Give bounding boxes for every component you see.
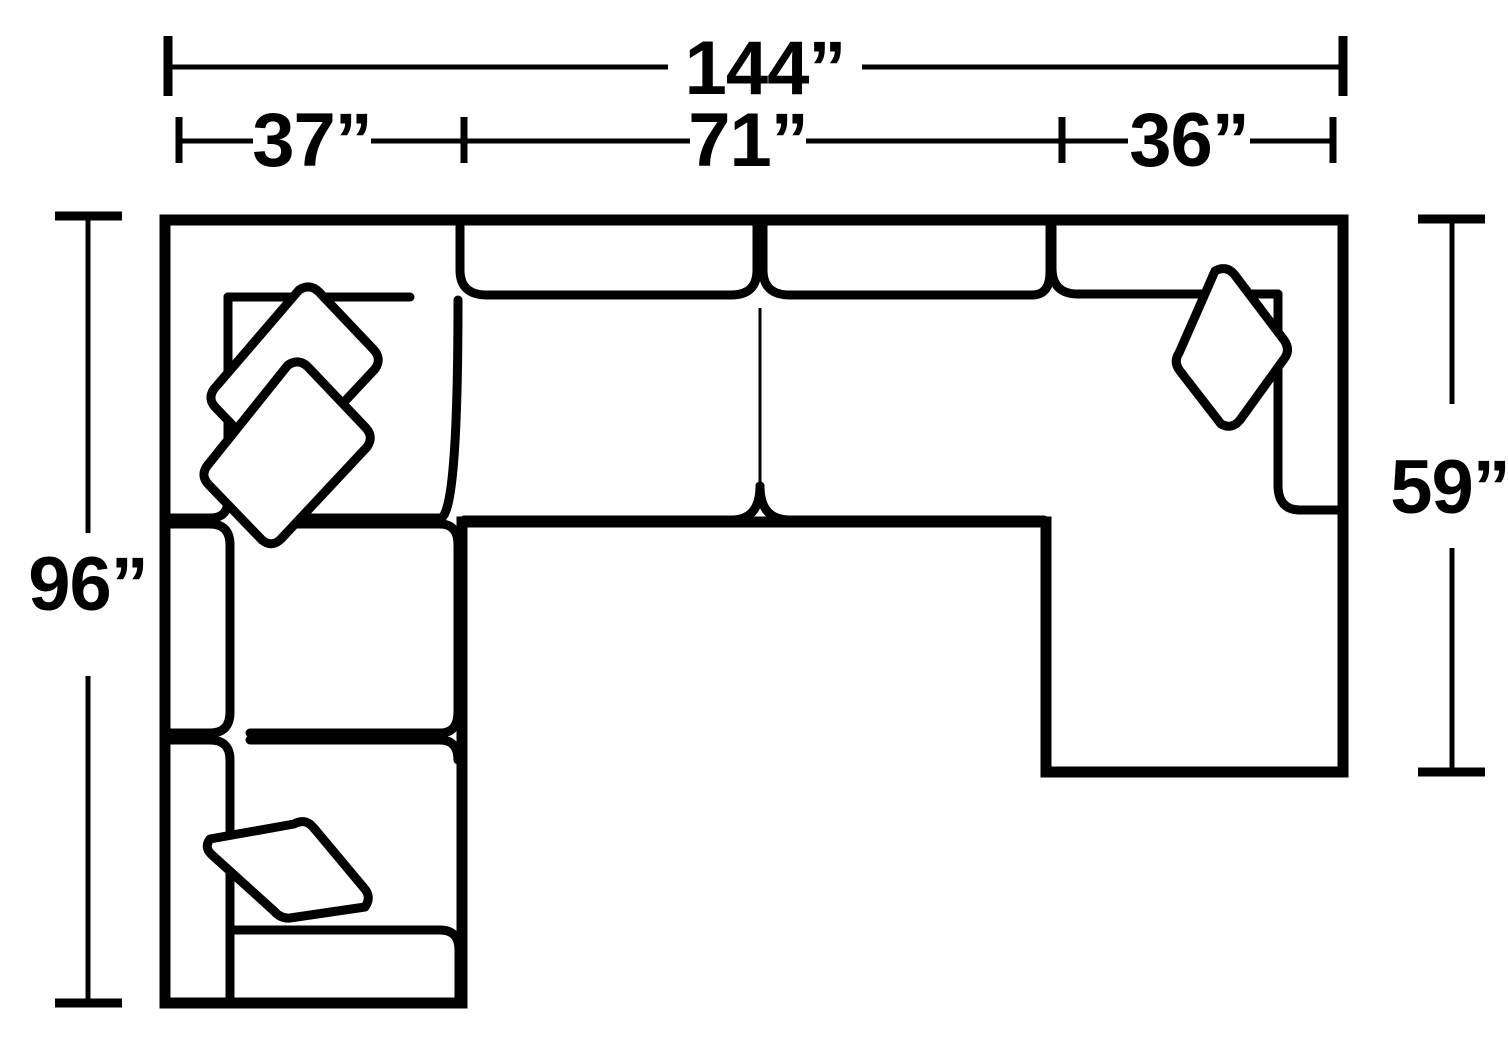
dimension-overall-width: 144” [163, 26, 1348, 111]
pillow-bottom-left [202, 817, 373, 923]
pillow-right-chaise [1171, 264, 1292, 431]
dimension-label-overall-depth-right: 59” [1390, 445, 1508, 530]
dimension-label-overall-depth-left: 96” [28, 542, 148, 627]
dimension-segments-row: 37” 71” 36” [175, 98, 1337, 183]
center-back-cushion-right [758, 219, 1055, 300]
dimension-label-segment-36: 36” [1129, 98, 1249, 183]
center-back-cushion-left [455, 219, 762, 300]
dimension-overall-depth-right: 59” [1390, 214, 1508, 777]
left-return-seat-3-top-edge [245, 735, 463, 765]
dimension-overall-depth-left: 96” [28, 211, 149, 1008]
left-return-arm-cushion-middle [162, 519, 235, 738]
left-return-seat-3-front-edge [227, 925, 464, 1005]
left-return-arm-cushion-lower [162, 735, 235, 1005]
left-return-seat-1-edge [245, 295, 463, 523]
center-seat-front-left [459, 481, 765, 525]
pillow-left-lower [199, 357, 375, 549]
dimension-label-segment-71: 71” [688, 98, 808, 183]
chaise-arm-inner-edge [1273, 289, 1345, 515]
left-return-section [162, 292, 464, 1005]
chaise-back-cushion [1047, 219, 1283, 299]
center-sofa-section [455, 219, 1055, 525]
right-chaise-section [1047, 219, 1345, 515]
dimension-label-segment-37: 37” [252, 98, 372, 183]
center-seat-front-right [755, 481, 1049, 525]
left-return-seat-2-edge [245, 540, 463, 738]
dimension-label-overall-width: 144” [685, 26, 846, 111]
